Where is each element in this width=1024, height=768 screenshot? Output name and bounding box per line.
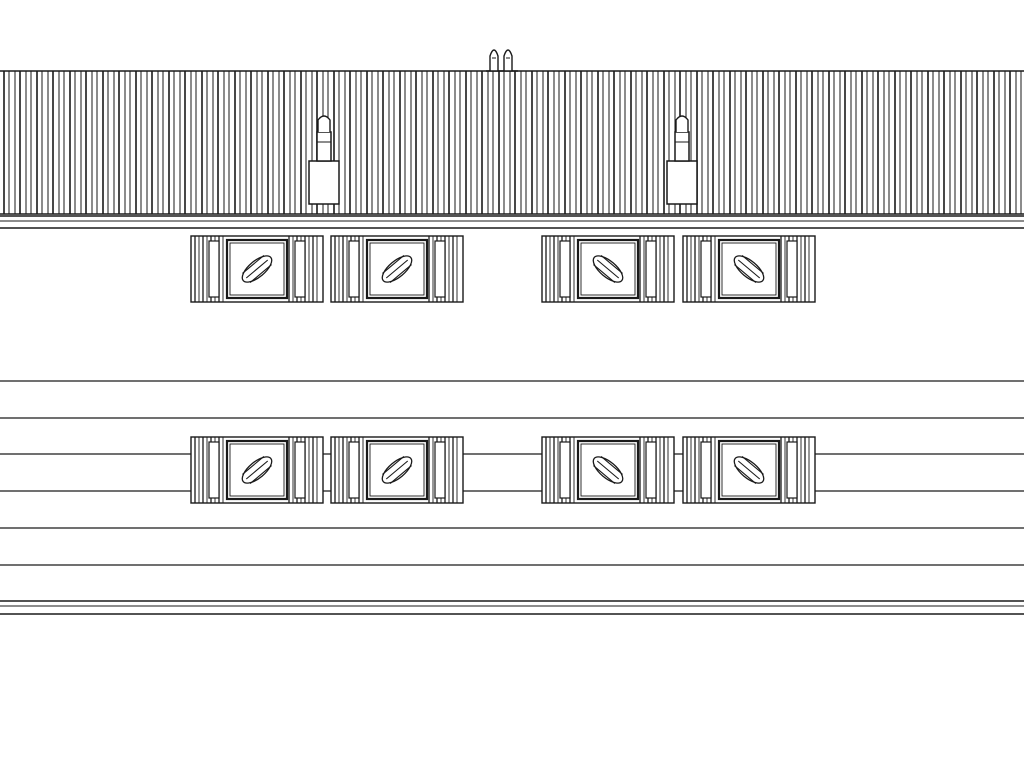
window-frame bbox=[190, 235, 324, 303]
window-glass-inner bbox=[580, 443, 636, 497]
shutter-panel-left bbox=[208, 441, 220, 499]
glass-hatch bbox=[249, 264, 272, 284]
glass-reflection bbox=[733, 456, 765, 484]
glass-hatch bbox=[389, 264, 412, 284]
glass-hatch bbox=[382, 455, 405, 475]
glass-hatch bbox=[600, 254, 623, 274]
glass-hatch bbox=[385, 259, 409, 279]
ridge-vent-cap bbox=[503, 49, 513, 71]
shutter-panel-left bbox=[700, 240, 712, 298]
window-glass bbox=[717, 439, 781, 501]
chimney-pipe bbox=[316, 131, 332, 162]
shutter-panel-left bbox=[559, 240, 571, 298]
roof-outline bbox=[0, 70, 1024, 215]
window-glass-inner bbox=[229, 443, 285, 497]
window-4 bbox=[682, 235, 816, 303]
shutter-panel-left bbox=[348, 240, 360, 298]
window-glass-inner bbox=[580, 242, 636, 296]
glass-reflection bbox=[592, 255, 624, 283]
shutter-panel-left bbox=[559, 441, 571, 499]
ridge-vent bbox=[486, 49, 518, 72]
window-glass bbox=[576, 439, 640, 501]
glass-hatch bbox=[245, 460, 269, 480]
shutter-panel-right bbox=[645, 240, 657, 298]
glass-hatch bbox=[600, 455, 623, 475]
glass-hatch bbox=[385, 460, 409, 480]
glass-hatch bbox=[741, 455, 764, 475]
glass-reflection bbox=[241, 255, 273, 283]
glass-hatch bbox=[242, 455, 265, 475]
window-frame bbox=[541, 436, 675, 504]
window-glass-inner bbox=[229, 242, 285, 296]
glass-hatch bbox=[389, 465, 412, 485]
glass-hatch bbox=[382, 254, 405, 274]
glass-hatch bbox=[593, 465, 616, 485]
shutter-panel-right bbox=[645, 441, 657, 499]
chimney-cap bbox=[675, 115, 689, 132]
glass-hatch bbox=[737, 259, 761, 279]
glass-reflection bbox=[241, 456, 273, 484]
window-glass-inner bbox=[721, 242, 777, 296]
glass-hatch bbox=[242, 254, 265, 274]
chimney-left bbox=[308, 115, 340, 205]
glass-hatch bbox=[734, 465, 757, 485]
window-1 bbox=[190, 235, 324, 303]
foundation-line bbox=[0, 600, 1024, 615]
glass-hatch bbox=[593, 264, 616, 284]
window-glass-inner bbox=[369, 242, 425, 296]
glass-reflection bbox=[733, 255, 765, 283]
vent-cap-outline bbox=[489, 49, 499, 71]
shutter-panel-right bbox=[434, 441, 446, 499]
shutter-panel-right bbox=[294, 240, 306, 298]
shutter-panel-left bbox=[208, 240, 220, 298]
glass-hatch bbox=[596, 259, 620, 279]
ridge-vent-cap bbox=[489, 49, 499, 71]
shutter-panel-left bbox=[700, 441, 712, 499]
window-frame bbox=[682, 235, 816, 303]
window-frame bbox=[330, 235, 464, 303]
siding-lines bbox=[0, 380, 1024, 566]
window-5 bbox=[190, 436, 324, 504]
shutter-panel-left bbox=[348, 441, 360, 499]
window-6 bbox=[330, 436, 464, 504]
glass-hatch bbox=[596, 460, 620, 480]
windows bbox=[190, 235, 816, 504]
window-glass-inner bbox=[369, 443, 425, 497]
chimneys bbox=[308, 115, 698, 205]
glass-hatch bbox=[245, 259, 269, 279]
chimney-base bbox=[308, 160, 340, 205]
chimney-cap bbox=[317, 115, 331, 132]
window-3 bbox=[541, 235, 675, 303]
chimney-pipe bbox=[674, 131, 690, 162]
vent-cap-outline bbox=[503, 49, 513, 71]
window-7 bbox=[541, 436, 675, 504]
glass-reflection bbox=[381, 255, 413, 283]
shutter-panel-right bbox=[434, 240, 446, 298]
glass-hatch bbox=[734, 264, 757, 284]
glass-reflection bbox=[381, 456, 413, 484]
glass-hatch bbox=[737, 460, 761, 480]
chimney-right bbox=[666, 115, 698, 205]
eave-fascia bbox=[0, 215, 1024, 229]
window-2 bbox=[330, 235, 464, 303]
shutter-panel-right bbox=[294, 441, 306, 499]
roof bbox=[0, 70, 1024, 215]
window-frame bbox=[541, 235, 675, 303]
shutter-panel-right bbox=[786, 240, 798, 298]
glass-hatch bbox=[741, 254, 764, 274]
glass-hatch bbox=[249, 465, 272, 485]
window-frame bbox=[190, 436, 324, 504]
chimney-base bbox=[666, 160, 698, 205]
window-frame bbox=[330, 436, 464, 504]
window-8 bbox=[682, 436, 816, 504]
glass-reflection bbox=[592, 456, 624, 484]
shutter-panel-right bbox=[786, 441, 798, 499]
window-frame bbox=[682, 436, 816, 504]
window-glass-inner bbox=[721, 443, 777, 497]
